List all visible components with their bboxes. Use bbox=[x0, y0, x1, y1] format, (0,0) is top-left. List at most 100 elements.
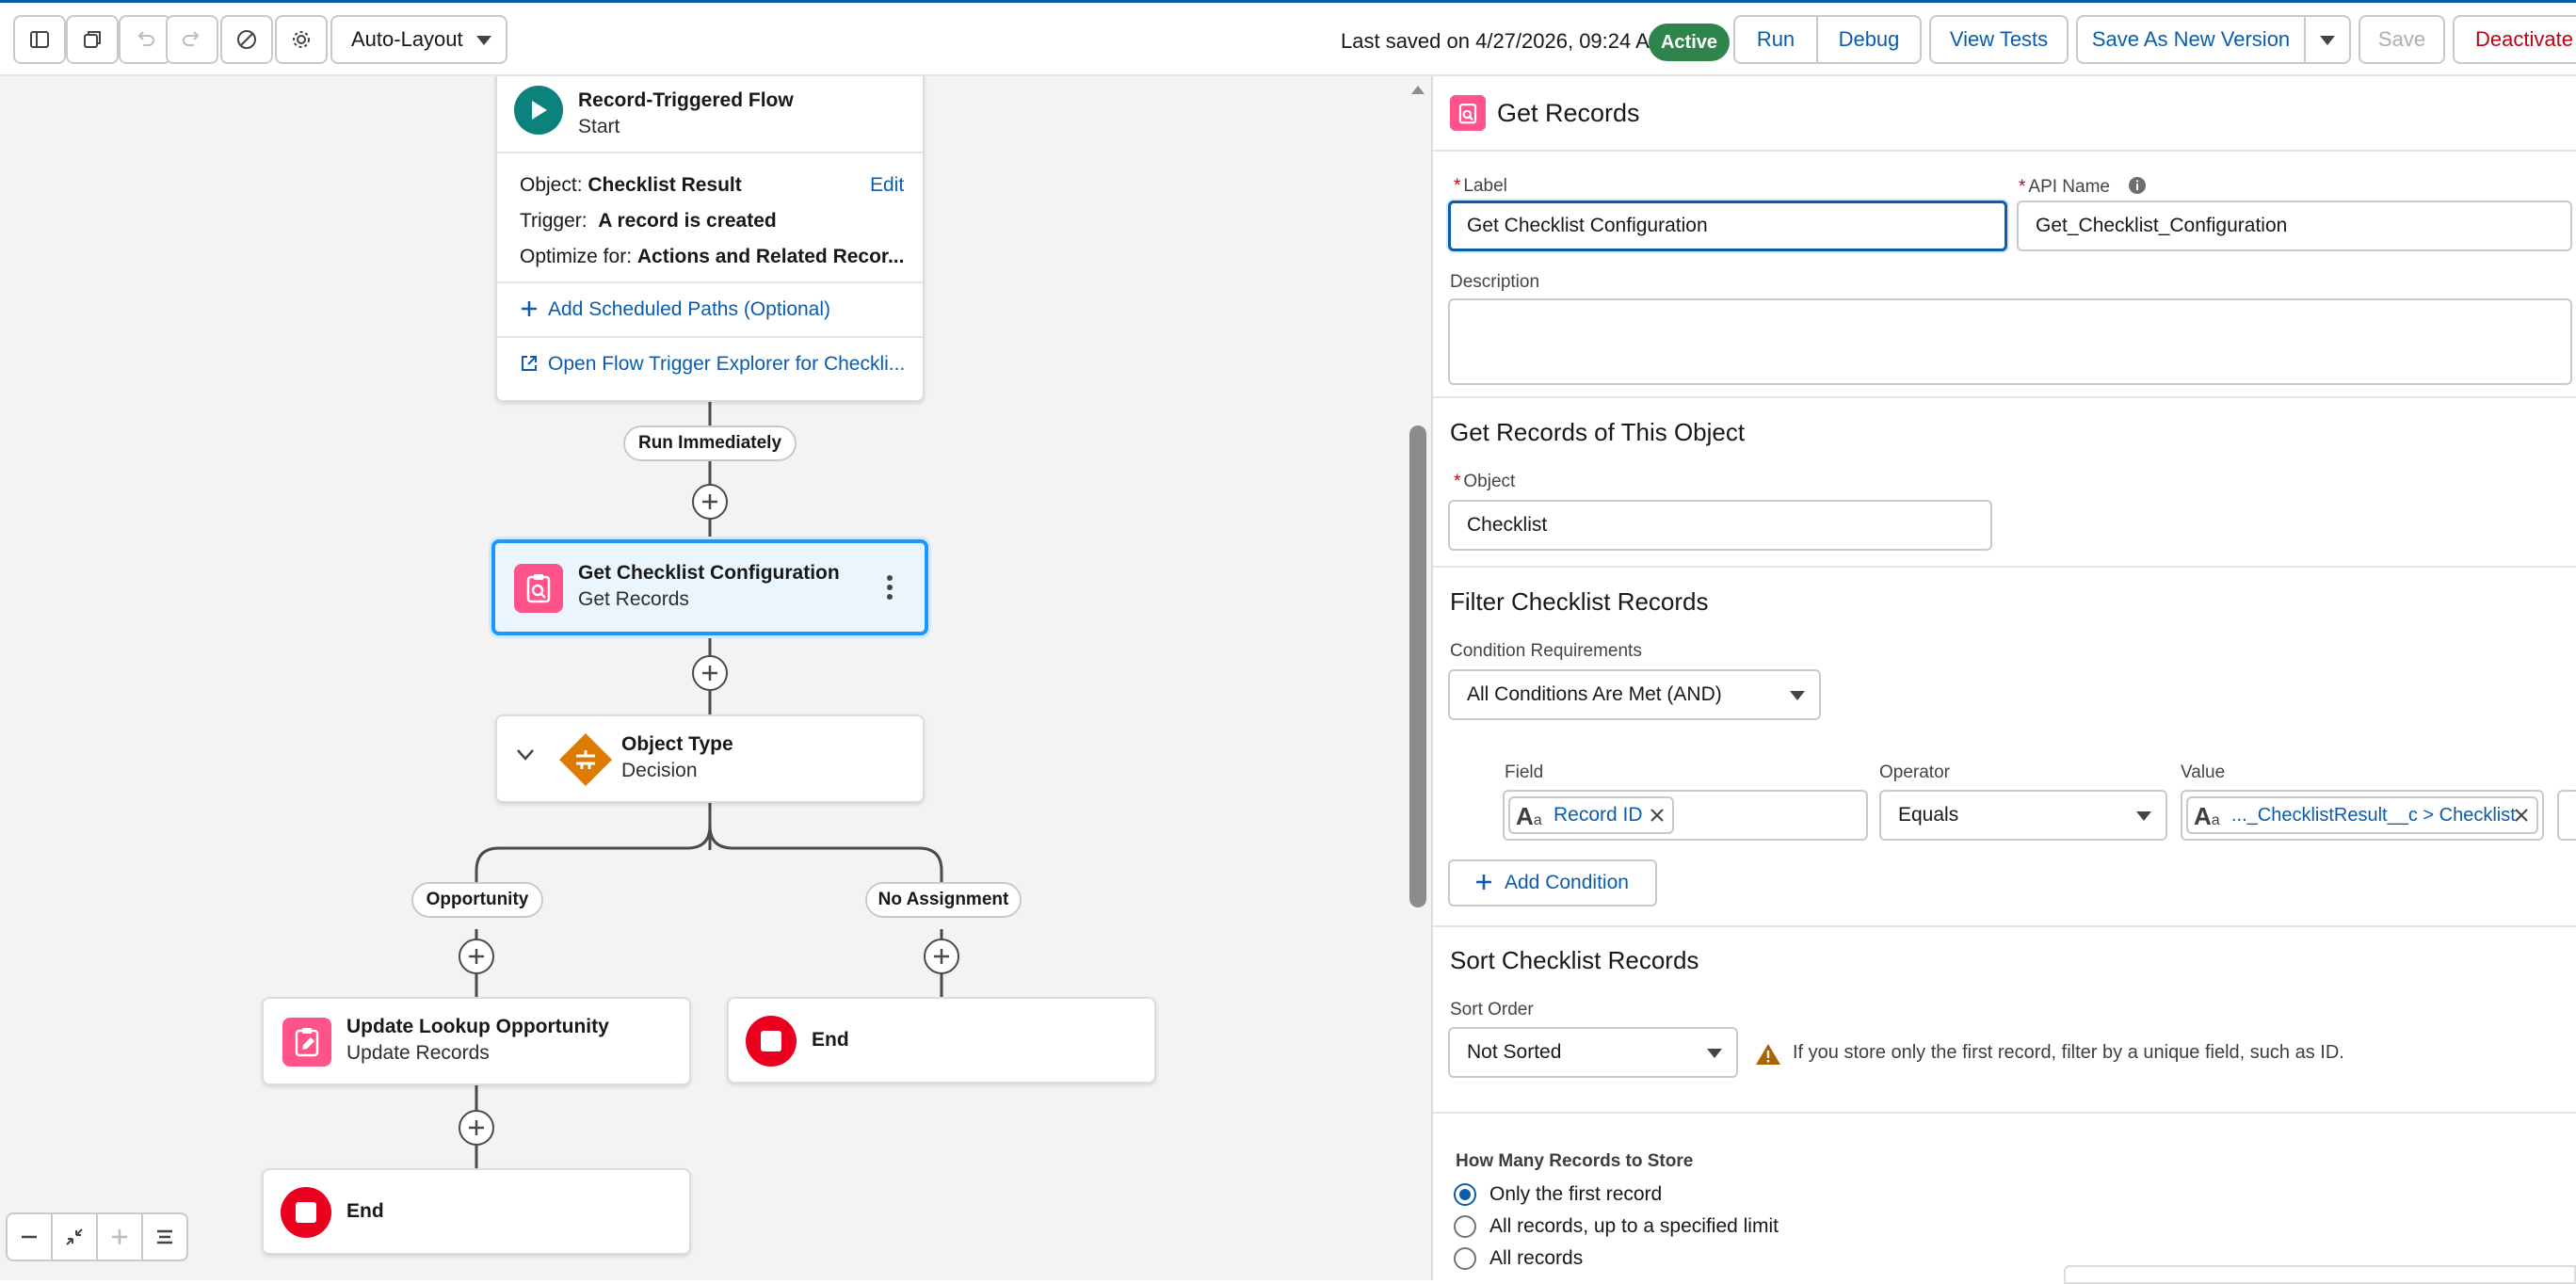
versions-button[interactable] bbox=[66, 15, 119, 64]
scroll-up-icon[interactable] bbox=[1409, 83, 1426, 96]
object-field-label: *Object bbox=[1454, 472, 1515, 492]
text-type-icon: Aa bbox=[2194, 799, 2220, 834]
debug-button[interactable]: Debug bbox=[1816, 15, 1922, 64]
save-options-button[interactable] bbox=[2304, 15, 2351, 64]
warning-icon bbox=[1755, 1042, 1781, 1067]
plus-icon bbox=[109, 1227, 130, 1247]
play-icon bbox=[514, 86, 563, 135]
divider bbox=[1433, 566, 2576, 568]
radio-button bbox=[1454, 1215, 1476, 1238]
condition-requirements-value: All Conditions Are Met (AND) bbox=[1467, 683, 1722, 705]
how-many-records-label: How Many Records to Store bbox=[1456, 1151, 1693, 1172]
zoom-out-button[interactable] bbox=[6, 1212, 53, 1261]
sort-order-select[interactable]: Not Sorted bbox=[1448, 1027, 1738, 1078]
get-records-icon bbox=[1450, 95, 1486, 131]
redo-button[interactable] bbox=[166, 15, 218, 64]
deactivate-button[interactable]: Deactivate bbox=[2453, 15, 2576, 64]
save-button[interactable]: Save bbox=[2359, 15, 2445, 64]
condition-requirements-select[interactable]: All Conditions Are Met (AND) bbox=[1448, 669, 1821, 720]
trigger-value: A record is created bbox=[598, 210, 776, 232]
field-pill: Aa Record ID bbox=[1508, 796, 1674, 834]
divider bbox=[497, 281, 923, 283]
add-scheduled-paths-link[interactable]: Add Scheduled Paths (Optional) bbox=[520, 298, 830, 321]
check-errors-button[interactable] bbox=[220, 15, 273, 64]
get-records-node[interactable]: Get Checklist Configuration Get Records bbox=[491, 539, 928, 635]
condition-field-input[interactable]: Aa Record ID bbox=[1503, 790, 1868, 841]
add-element-button[interactable] bbox=[459, 1110, 494, 1146]
chevron-down-icon bbox=[2135, 811, 2152, 822]
end-node[interactable]: End bbox=[727, 997, 1156, 1083]
condition-value-input[interactable]: Aa ..._ChecklistResult__c > Checklist bbox=[2181, 790, 2544, 841]
add-element-button[interactable] bbox=[692, 655, 728, 691]
run-immediately-label: Run Immediately bbox=[623, 425, 797, 461]
condition-operator-header: Operator bbox=[1879, 762, 1950, 783]
branch-label-no-assignment: No Assignment bbox=[865, 882, 1022, 918]
update-records-node[interactable]: Update Lookup Opportunity Update Records bbox=[262, 997, 691, 1085]
close-icon[interactable] bbox=[1650, 808, 1665, 823]
add-element-button[interactable] bbox=[692, 484, 728, 520]
run-button[interactable]: Run bbox=[1733, 15, 1818, 64]
panel-title: Get Records bbox=[1497, 99, 1640, 128]
chevron-down-icon bbox=[475, 35, 492, 46]
more-actions-icon[interactable] bbox=[885, 573, 894, 602]
trigger-label: Trigger: bbox=[520, 210, 588, 232]
description-textarea[interactable] bbox=[1448, 298, 2572, 385]
undo-button[interactable] bbox=[119, 15, 171, 64]
end-node-label: End bbox=[346, 1200, 384, 1223]
info-icon[interactable] bbox=[2128, 176, 2147, 195]
value-pill: Aa ..._ChecklistResult__c > Checklist bbox=[2186, 796, 2538, 834]
zoom-in-button[interactable] bbox=[96, 1212, 143, 1261]
object-section-title: Get Records of This Object bbox=[1450, 418, 1745, 447]
ban-icon bbox=[234, 27, 259, 52]
condition-operator-select[interactable]: Equals bbox=[1879, 790, 2167, 841]
end-node[interactable]: End bbox=[262, 1168, 691, 1255]
radio-button-selected bbox=[1454, 1183, 1476, 1206]
add-icon bbox=[1474, 873, 1493, 891]
close-icon[interactable] bbox=[2514, 808, 2529, 823]
edit-start-link[interactable]: Edit bbox=[870, 174, 904, 197]
add-element-button[interactable] bbox=[924, 939, 959, 974]
divider bbox=[1433, 925, 2576, 927]
condition-operator-value: Equals bbox=[1898, 804, 1958, 826]
remove-condition-button[interactable] bbox=[2557, 790, 2576, 841]
last-saved-text: Last saved on 4/27/2026, 09:24 AM bbox=[1341, 29, 1666, 54]
start-node[interactable]: Record-Triggered Flow Start Object: Chec… bbox=[495, 76, 925, 402]
open-trigger-explorer-link[interactable]: Open Flow Trigger Explorer for Checkli..… bbox=[520, 353, 905, 376]
save-as-new-version-button[interactable]: Save As New Version bbox=[2076, 15, 2306, 64]
api-name-label: *API Name bbox=[2019, 176, 2147, 198]
end-node-label: End bbox=[812, 1029, 849, 1051]
description-label: Description bbox=[1450, 272, 1539, 293]
get-records-node-title: Get Checklist Configuration bbox=[578, 562, 840, 585]
flow-canvas[interactable]: Record-Triggered Flow Start Object: Chec… bbox=[0, 76, 1409, 1280]
label-field-label: *Label bbox=[1454, 176, 1507, 197]
sort-order-label: Sort Order bbox=[1450, 1000, 1534, 1020]
sort-order-value: Not Sorted bbox=[1467, 1041, 1561, 1063]
list-view-button[interactable] bbox=[141, 1212, 188, 1261]
object-input[interactable]: Checklist bbox=[1448, 500, 1992, 551]
list-icon bbox=[154, 1227, 175, 1247]
add-icon bbox=[700, 492, 719, 511]
view-tests-button[interactable]: View Tests bbox=[1929, 15, 2069, 64]
canvas-scrollbar-thumb[interactable] bbox=[1409, 425, 1426, 907]
minus-icon bbox=[19, 1227, 40, 1247]
gear-icon bbox=[289, 27, 314, 52]
status-badge: Active bbox=[1649, 24, 1730, 61]
add-element-button[interactable] bbox=[459, 939, 494, 974]
label-input[interactable]: Get Checklist Configuration bbox=[1448, 201, 2007, 251]
chevron-down-icon bbox=[1789, 690, 1806, 701]
api-name-input[interactable]: Get_Checklist_Configuration bbox=[2017, 201, 2572, 251]
decision-icon bbox=[557, 731, 614, 788]
text-type-icon: Aa bbox=[1516, 799, 1542, 834]
condition-value-header: Value bbox=[2181, 762, 2225, 783]
layout-mode-select[interactable]: Auto-Layout bbox=[330, 15, 507, 64]
start-object-row: Object: Checklist Result bbox=[520, 174, 742, 197]
decision-node[interactable]: Object Type Decision bbox=[495, 714, 925, 803]
update-node-title: Update Lookup Opportunity bbox=[346, 1016, 609, 1038]
add-condition-button[interactable]: Add Condition bbox=[1448, 859, 1657, 907]
toggle-toolbox-button[interactable] bbox=[13, 15, 66, 64]
fit-view-button[interactable] bbox=[51, 1212, 98, 1261]
settings-button[interactable] bbox=[275, 15, 328, 64]
zoom-controls bbox=[6, 1212, 186, 1261]
chevron-down-icon[interactable] bbox=[516, 748, 535, 762]
start-optimize-row: Optimize for: Actions and Related Recor.… bbox=[520, 246, 904, 268]
